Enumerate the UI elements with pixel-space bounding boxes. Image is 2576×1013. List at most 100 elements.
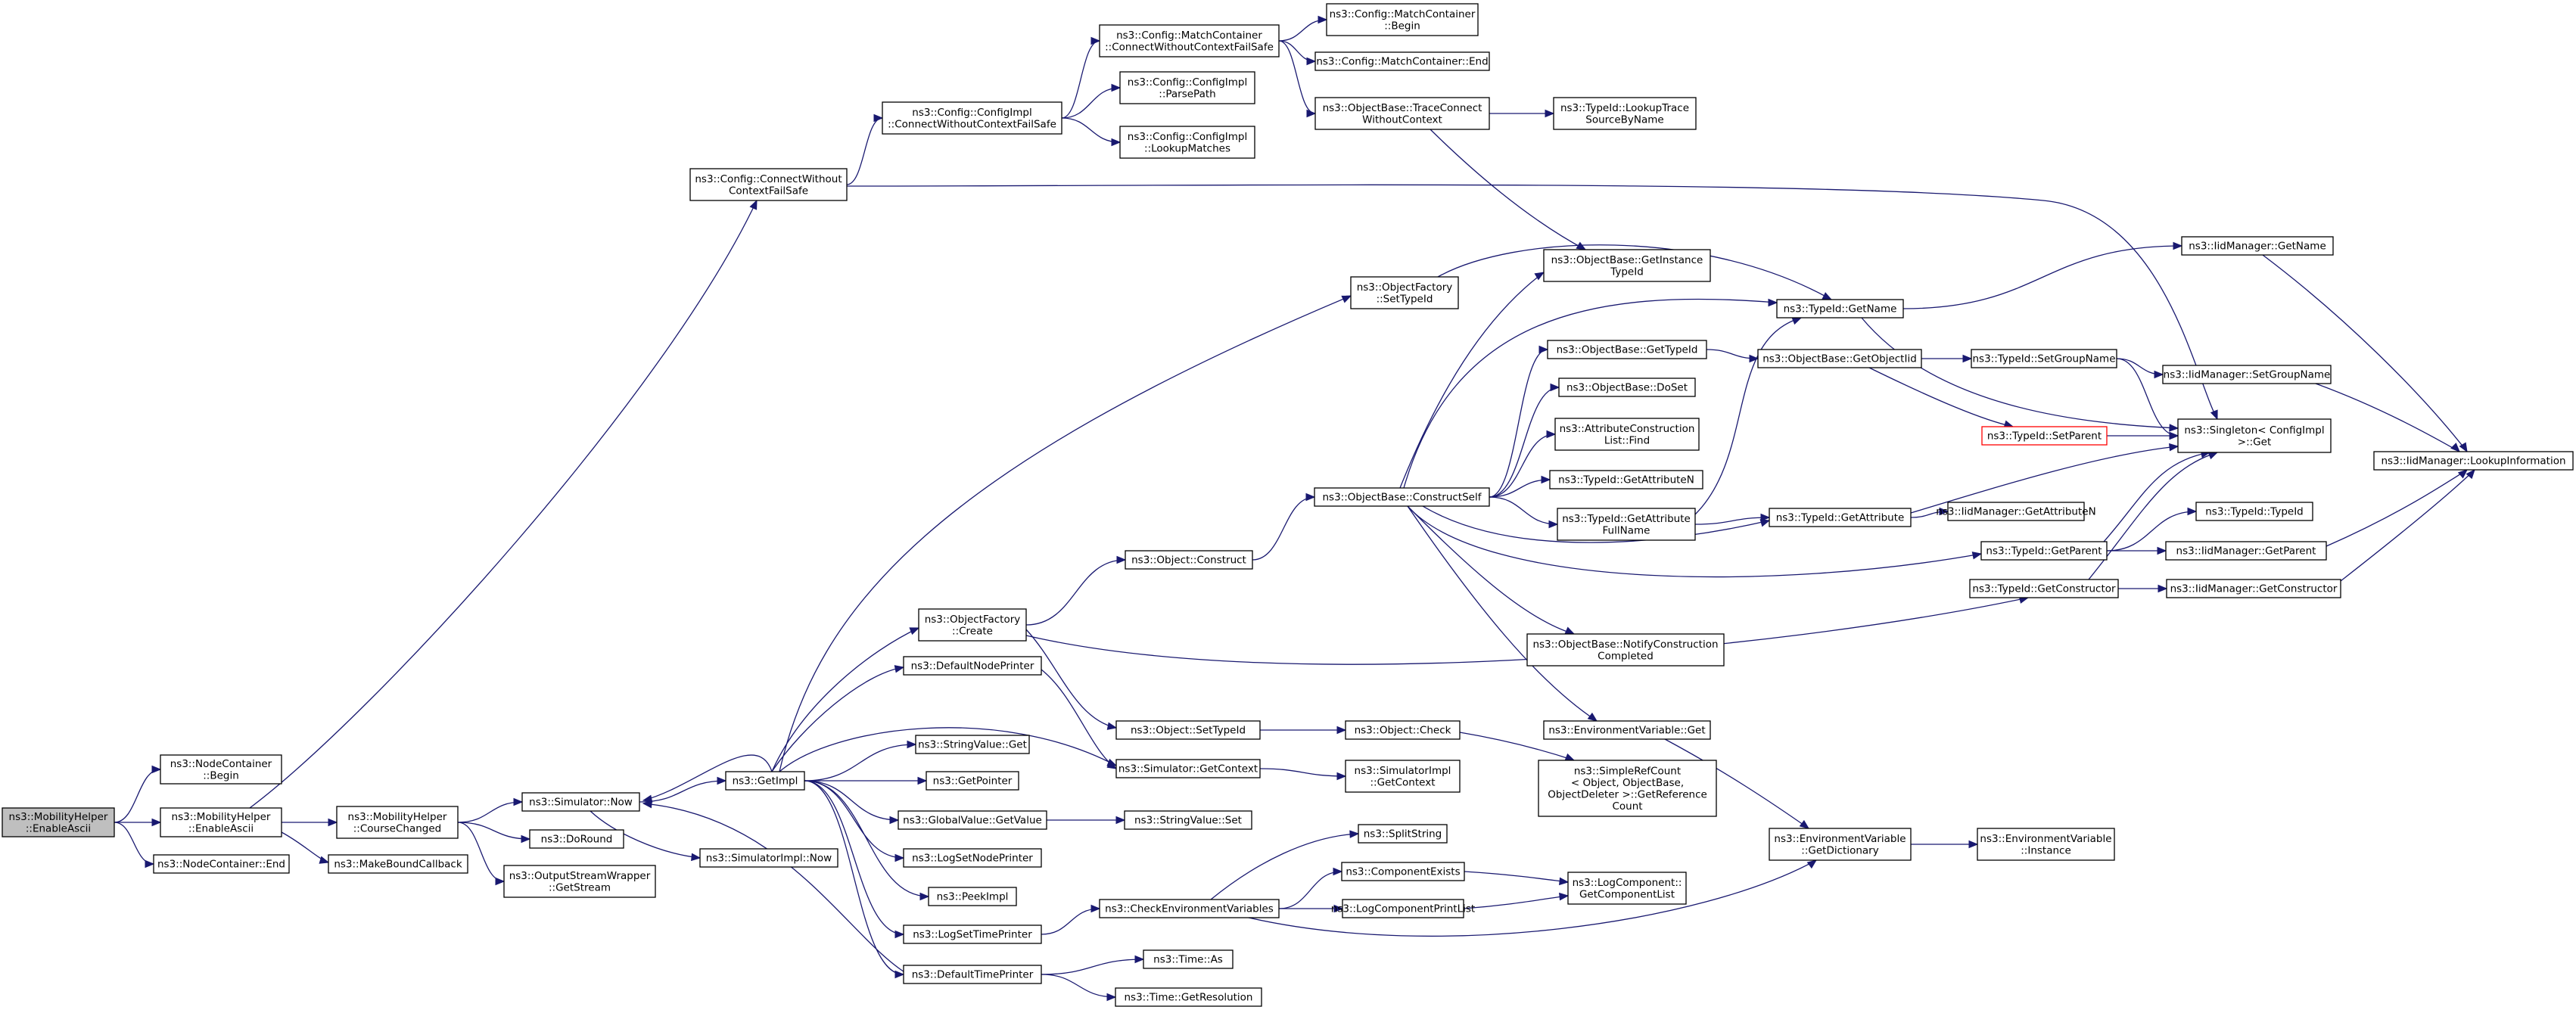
node-tidSetParent[interactable]: ns3::TypeId::SetParent bbox=[1981, 426, 2108, 446]
node-box[interactable] bbox=[1143, 949, 1234, 969]
node-box[interactable] bbox=[1769, 508, 1912, 527]
node-defTimePrinter[interactable]: ns3::DefaultTimePrinter bbox=[903, 965, 1042, 984]
node-box[interactable] bbox=[882, 101, 1062, 135]
node-checkEnv[interactable]: ns3::CheckEnvironmentVariables bbox=[1099, 899, 1280, 918]
node-box[interactable] bbox=[1538, 760, 1717, 817]
node-cfgConnect[interactable]: ns3::Config::ConnectWithoutContextFailSa… bbox=[689, 168, 848, 201]
node-box[interactable] bbox=[153, 854, 290, 874]
node-mcEnd[interactable]: ns3::Config::MatchContainer::End bbox=[1314, 51, 1490, 71]
node-envGetDict[interactable]: ns3::EnvironmentVariable::GetDictionary bbox=[1769, 828, 1912, 861]
node-box[interactable] bbox=[1757, 349, 1922, 368]
node-box[interactable] bbox=[699, 848, 838, 868]
node-splitString[interactable]: ns3::SplitString bbox=[1358, 824, 1448, 844]
node-box[interactable] bbox=[1125, 550, 1253, 570]
node-tidGetAttrN[interactable]: ns3::TypeId::GetAttributeN bbox=[1549, 470, 1703, 489]
node-box[interactable] bbox=[1350, 276, 1459, 309]
node-box[interactable] bbox=[1947, 502, 2085, 521]
node-box[interactable] bbox=[1971, 349, 2117, 368]
node-logSetTime[interactable]: ns3::LogSetTimePrinter bbox=[903, 924, 1042, 944]
node-box[interactable] bbox=[2162, 365, 2332, 384]
node-box[interactable] bbox=[521, 792, 640, 812]
node-obGetTypeId[interactable]: ns3::ObjectBase::GetTypeId bbox=[1547, 340, 1707, 359]
node-tidGetAttr[interactable]: ns3::TypeId::GetAttribute bbox=[1769, 508, 1912, 527]
node-box[interactable] bbox=[2181, 236, 2334, 256]
node-simNow[interactable]: ns3::Simulator::Now bbox=[521, 792, 640, 812]
node-obConstructSelf[interactable]: ns3::ObjectBase::ConstructSelf bbox=[1314, 487, 1490, 507]
node-tidSetGroup[interactable]: ns3::TypeId::SetGroupName bbox=[1971, 349, 2117, 368]
node-timeAs[interactable]: ns3::Time::As bbox=[1143, 949, 1234, 969]
node-doRound[interactable]: ns3::DoRound bbox=[529, 829, 624, 849]
node-box[interactable] bbox=[918, 608, 1027, 642]
node-box[interactable] bbox=[1558, 378, 1696, 397]
node-tidGetParent[interactable]: ns3::TypeId::GetParent bbox=[1980, 541, 2108, 561]
node-ciConnect[interactable]: ns3::Config::ConfigImpl::ConnectWithoutC… bbox=[882, 101, 1062, 135]
node-iidLookupInfo[interactable]: ns3::IidManager::LookupInformation bbox=[2373, 451, 2574, 471]
node-singletonGet[interactable]: ns3::Singleton< ConfigImpl >::Get bbox=[2177, 418, 2332, 453]
node-box[interactable] bbox=[160, 807, 282, 837]
node-box[interactable] bbox=[1526, 633, 1725, 667]
node-ofCreate[interactable]: ns3::ObjectFactory::Create bbox=[918, 608, 1027, 642]
node-obDoSet[interactable]: ns3::ObjectBase::DoSet bbox=[1558, 378, 1696, 397]
node-envInstance[interactable]: ns3::EnvironmentVariable::Instance bbox=[1977, 828, 2115, 861]
node-box[interactable] bbox=[1769, 828, 1912, 861]
node-box[interactable] bbox=[503, 865, 656, 898]
node-getImpl[interactable]: ns3::GetImpl bbox=[725, 771, 805, 791]
node-logCompGetList[interactable]: ns3::LogComponent::GetComponentList bbox=[1567, 872, 1687, 905]
node-box[interactable] bbox=[2177, 418, 2332, 453]
node-obGetObjIid[interactable]: ns3::ObjectBase::GetObjectIid bbox=[1757, 349, 1922, 368]
node-tidTypeId[interactable]: ns3::TypeId::TypeId bbox=[2195, 502, 2313, 521]
node-box[interactable] bbox=[1099, 24, 1280, 57]
node-box[interactable] bbox=[689, 168, 848, 201]
node-srcGetRef[interactable]: ns3::SimpleRefCount< Object, ObjectBase,… bbox=[1538, 760, 1717, 817]
node-box[interactable] bbox=[915, 735, 1030, 754]
node-oswGet[interactable]: ns3::OutputStreamWrapper::GetStream bbox=[503, 865, 656, 898]
node-getPointer[interactable]: ns3::GetPointer bbox=[926, 771, 1019, 791]
node-box[interactable] bbox=[1554, 418, 1700, 451]
node-box[interactable] bbox=[898, 810, 1047, 830]
node-box[interactable] bbox=[2165, 541, 2327, 561]
node-box[interactable] bbox=[928, 887, 1017, 906]
node-box[interactable] bbox=[1543, 720, 1711, 740]
node-box[interactable] bbox=[2373, 451, 2574, 471]
node-box[interactable] bbox=[1553, 97, 1697, 130]
node-box[interactable] bbox=[160, 754, 282, 785]
node-defNodePrinter[interactable]: ns3::DefaultNodePrinter bbox=[903, 656, 1042, 676]
node-ciParse[interactable]: ns3::Config::ConfigImpl::ParsePath bbox=[1119, 71, 1255, 104]
node-compExists[interactable]: ns3::ComponentExists bbox=[1341, 862, 1465, 881]
node-root[interactable]: ns3::MobilityHelper::EnableAscii bbox=[2, 807, 115, 837]
node-simGetContext[interactable]: ns3::Simulator::GetContext bbox=[1115, 759, 1261, 778]
node-box[interactable] bbox=[1124, 810, 1252, 830]
node-mcBegin[interactable]: ns3::Config::MatchContainer::Begin bbox=[1326, 3, 1479, 36]
node-logSetNode[interactable]: ns3::LogSetNodePrinter bbox=[903, 848, 1042, 868]
node-box[interactable] bbox=[1557, 508, 1696, 541]
node-iidSetGroup[interactable]: ns3::IidManager::SetGroupName bbox=[2162, 365, 2332, 384]
node-box[interactable] bbox=[903, 656, 1042, 676]
node-box[interactable] bbox=[926, 771, 1019, 791]
node-box[interactable] bbox=[903, 848, 1042, 868]
node-box[interactable] bbox=[1099, 899, 1280, 918]
node-box[interactable] bbox=[1543, 249, 1711, 282]
node-obNotify[interactable]: ns3::ObjectBase::NotifyConstructionCompl… bbox=[1526, 633, 1725, 667]
node-simImplNow[interactable]: ns3::SimulatorImpl::Now bbox=[699, 848, 838, 868]
node-box[interactable] bbox=[1119, 126, 1255, 159]
node-box[interactable] bbox=[1326, 3, 1479, 36]
node-objCheck[interactable]: ns3::Object::Check bbox=[1345, 720, 1461, 740]
node-box[interactable] bbox=[1314, 51, 1490, 71]
node-box[interactable] bbox=[903, 965, 1042, 984]
node-objSetTypeId[interactable]: ns3::Object::SetTypeId bbox=[1115, 720, 1261, 740]
node-box[interactable] bbox=[1977, 828, 2115, 861]
node-box[interactable] bbox=[1314, 487, 1490, 507]
node-box[interactable] bbox=[328, 854, 468, 874]
node-box[interactable] bbox=[1980, 541, 2108, 561]
node-objConstruct[interactable]: ns3::Object::Construct bbox=[1125, 550, 1253, 570]
node-box[interactable] bbox=[1345, 760, 1461, 793]
node-mkBound[interactable]: ns3::MakeBoundCallback bbox=[328, 854, 468, 874]
node-box[interactable] bbox=[2166, 579, 2341, 598]
node-box[interactable] bbox=[1547, 340, 1707, 359]
node-iidGetAttrN[interactable]: ns3::IidManager::GetAttributeN bbox=[1936, 502, 2096, 521]
node-tidGetCtor[interactable]: ns3::TypeId::GetConstructor bbox=[1969, 579, 2119, 598]
node-box[interactable] bbox=[1567, 872, 1687, 905]
node-box[interactable] bbox=[1549, 470, 1703, 489]
node-box[interactable] bbox=[1115, 987, 1262, 1007]
